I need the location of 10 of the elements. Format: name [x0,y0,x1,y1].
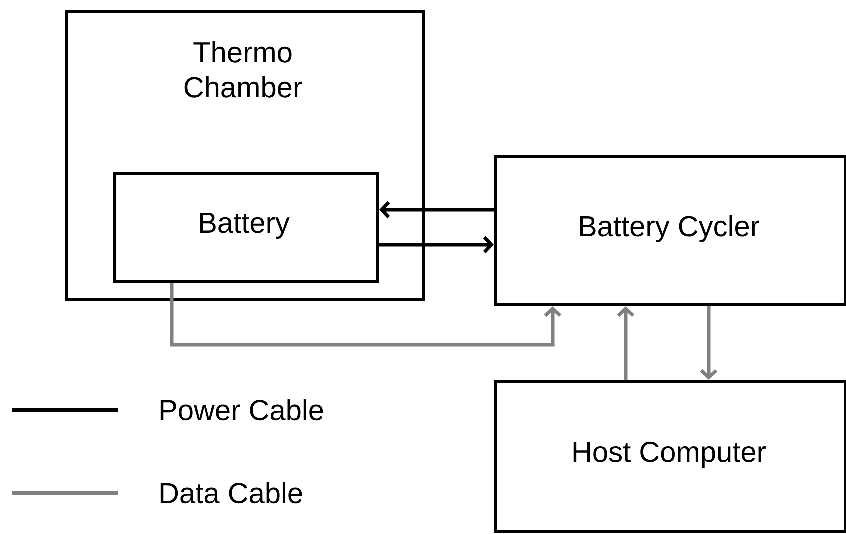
battery-box: Battery [113,172,380,284]
computer-box: Host Computer [494,380,846,534]
cable-arrow [380,201,494,219]
cycler-box: Battery Cycler [494,155,846,306]
cable-arrow [617,306,635,380]
cable-arrow [380,236,494,254]
cable-arrow [170,284,562,347]
cable-arrow [700,306,718,380]
legend-label: Data Cable [160,482,302,504]
legend-label: Power Cable [160,399,324,421]
